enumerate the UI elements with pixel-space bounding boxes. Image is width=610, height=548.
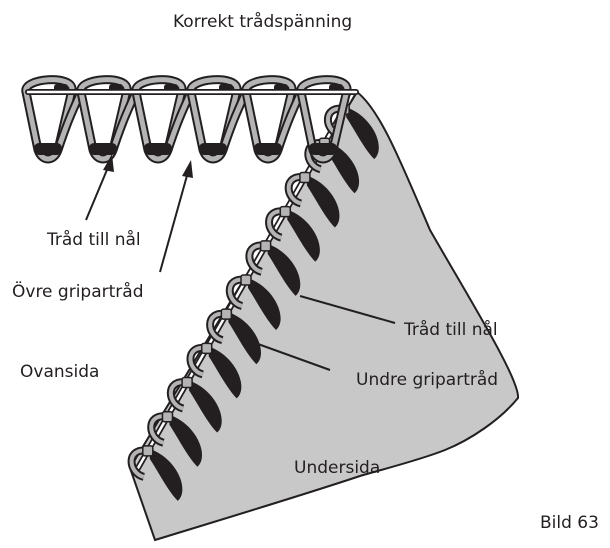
diagram-title: Korrekt trådspänning [173, 12, 353, 32]
bottom-knot [254, 143, 282, 155]
edge-loop [225, 274, 281, 330]
edge-knot [299, 171, 311, 184]
under-loop [228, 312, 261, 365]
label-under-side: Undersida [294, 458, 381, 478]
edge-loop [147, 410, 203, 467]
under-loop [149, 448, 183, 501]
under-loop [248, 278, 281, 330]
edge-knot [161, 410, 174, 423]
edge-knot [220, 308, 233, 320]
under-loop [208, 346, 242, 399]
label-top-side: Ovansida [20, 362, 100, 382]
under-loop [169, 414, 203, 467]
edge-knot [200, 342, 213, 355]
bottom-knot [34, 143, 62, 155]
edge-knot [240, 274, 252, 286]
edge-loop [186, 342, 242, 399]
label-needle-thread-lower: Tråd till nål [404, 320, 498, 340]
edge-loop [166, 376, 222, 433]
under-loop [287, 209, 320, 262]
under-loop [306, 175, 340, 228]
under-loop [189, 380, 222, 433]
edge-loop [265, 205, 320, 262]
label-lower-looper-thread: Undre gripartråd [356, 370, 499, 390]
edge-loop [206, 308, 261, 365]
arrow-needle-thread [85, 154, 114, 221]
fabric-underside [128, 90, 520, 542]
edge-loop [245, 240, 301, 296]
pointer-arrows [85, 154, 396, 371]
bottom-knot [309, 143, 337, 155]
under-loop [346, 107, 379, 160]
arrow-upper-looper [159, 160, 193, 273]
pointer-line-needle-lower [299, 295, 396, 324]
edge-knot [259, 240, 272, 252]
edge-knot [181, 376, 193, 389]
chain-stitch [21, 75, 359, 164]
pointer-line-looper-lower [257, 343, 331, 371]
bottom-knot [199, 143, 227, 155]
label-upper-looper-thread: Övre gripartråd [12, 282, 144, 302]
edge-knot [142, 445, 154, 457]
bottom-knot [144, 143, 172, 155]
edge-knot [279, 205, 292, 218]
edge-loop [284, 171, 340, 228]
under-loop [267, 243, 301, 296]
edge-loop [127, 445, 183, 501]
figure-number: Bild 63 [540, 513, 599, 533]
label-needle-thread-upper: Tråd till nål [47, 230, 141, 250]
bottom-knot [89, 143, 117, 155]
